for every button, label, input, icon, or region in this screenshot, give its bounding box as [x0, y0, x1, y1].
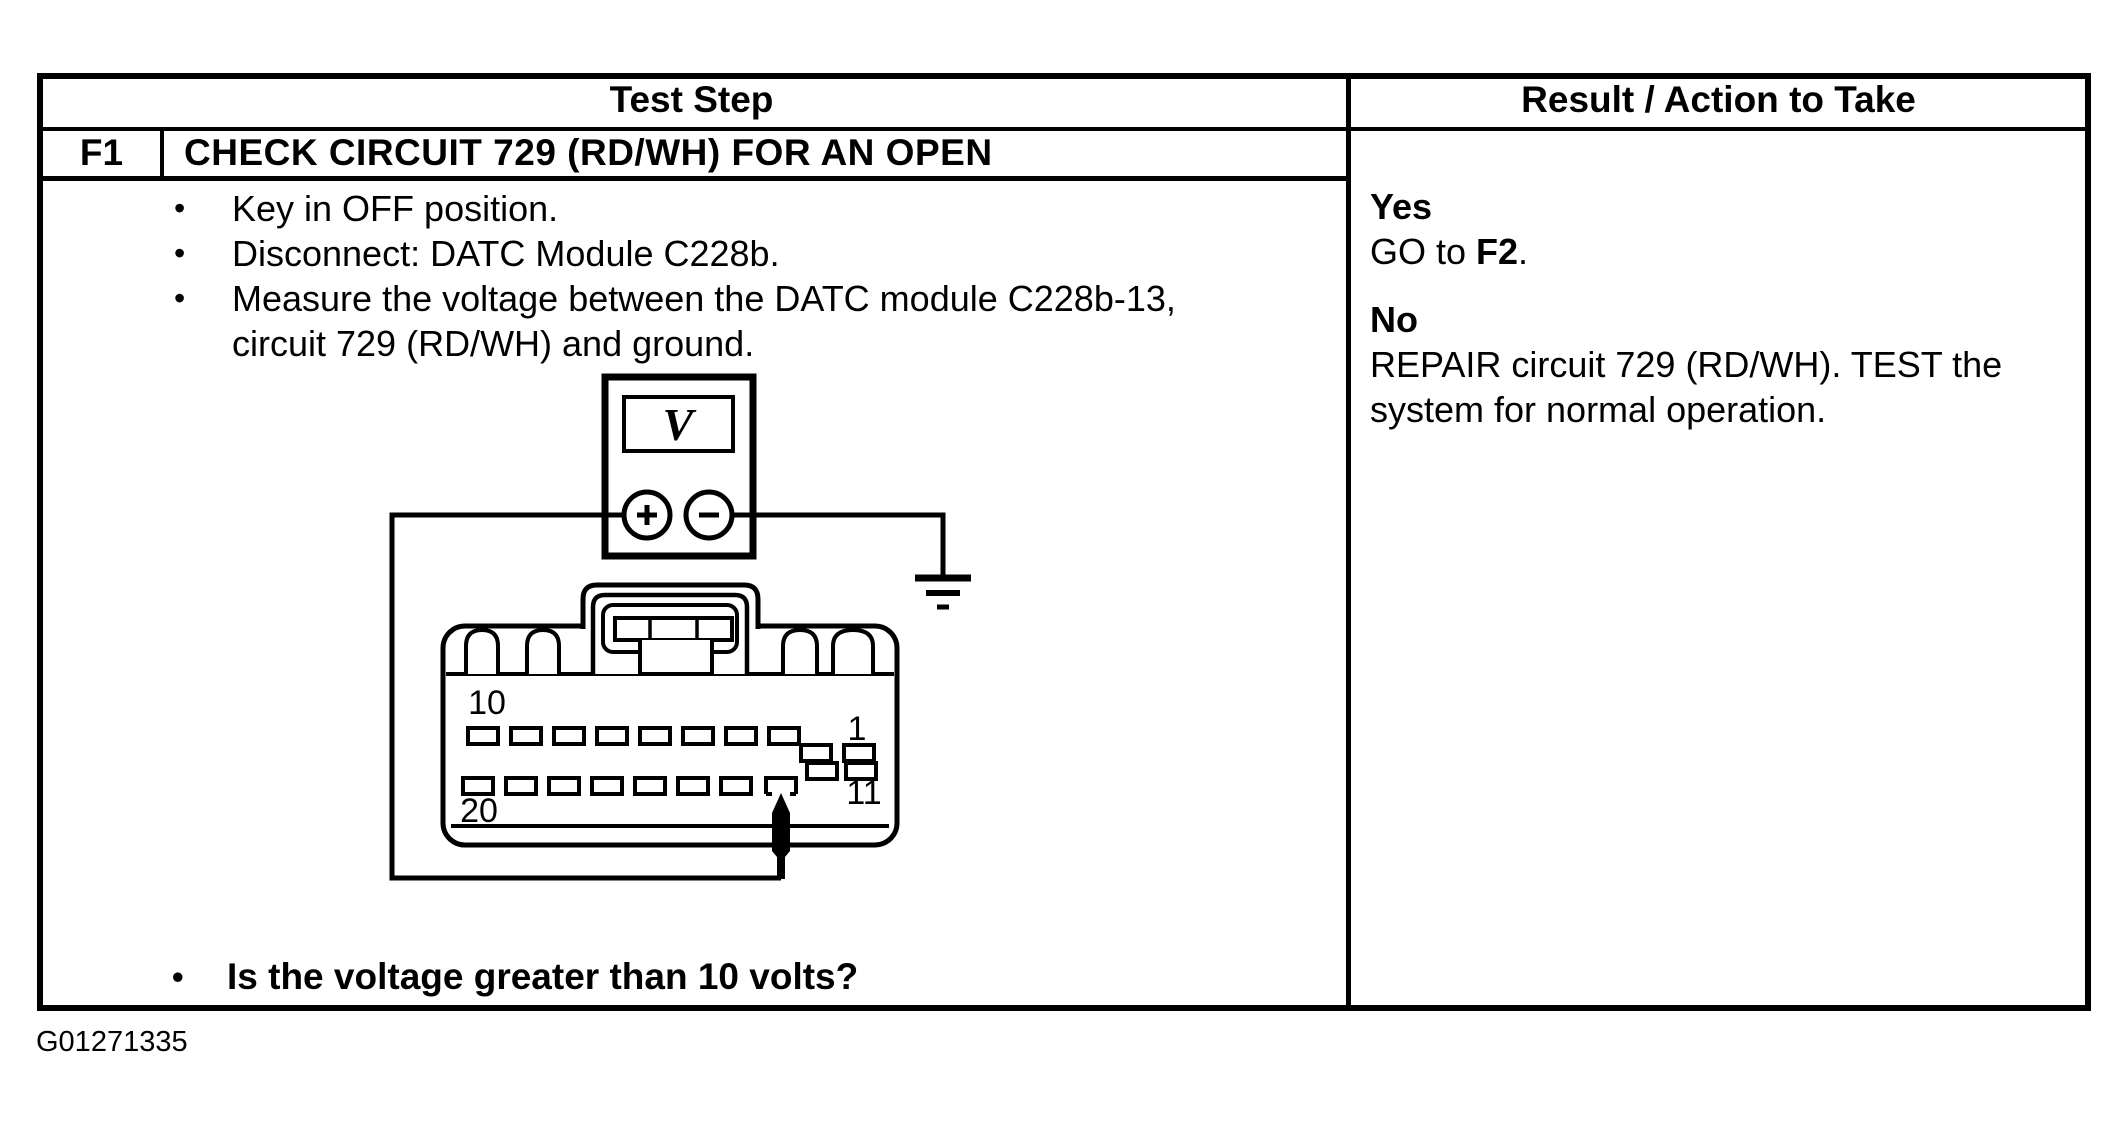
step-id-divider — [160, 127, 164, 180]
bullet-text: Measure the voltage between the DATC mod… — [232, 278, 1176, 364]
result-action-cell: Yes GO to F2. No REPAIR circuit 729 (RD/… — [1370, 184, 2090, 432]
step-id-label: F1 — [79, 131, 124, 173]
yes-action-period: . — [1518, 231, 1529, 272]
step-title-cell: CHECK CIRCUIT 729 (RD/WH) FOR AN OPEN — [184, 129, 1334, 176]
question-row: • Is the voltage greater than 10 volts? — [168, 954, 1298, 999]
column-header-test-step: Test Step — [37, 73, 1346, 127]
bullet-dot-icon: • — [174, 190, 186, 226]
bullet-dot-icon: • — [174, 280, 186, 316]
step-id-cell: F1 — [43, 129, 160, 176]
table-border — [37, 73, 2091, 1011]
yes-action-target: F2 — [1476, 231, 1519, 272]
column-divider — [1346, 73, 1351, 1011]
result-yes-action: GO to F2. — [1370, 229, 2090, 274]
step-title-bottom-rule — [37, 176, 1346, 181]
bullet-text: Key in OFF position. — [232, 188, 559, 229]
column-header-result-action: Result / Action to Take — [1346, 73, 2091, 127]
result-no-label: No — [1370, 299, 1418, 340]
yes-action-text: GO to — [1370, 231, 1477, 272]
result-action-header-label: Result / Action to Take — [1521, 79, 1916, 120]
step-title-label: CHECK CIRCUIT 729 (RD/WH) FOR AN OPEN — [184, 131, 993, 173]
question-text: Is the voltage greater than 10 volts? — [227, 956, 859, 997]
test-step-header-label: Test Step — [609, 79, 774, 120]
result-yes-label: Yes — [1370, 186, 1433, 227]
bullet-dot-icon: • — [172, 958, 184, 995]
bullet-list: • Key in OFF position. • Disconnect: DAT… — [168, 186, 1298, 366]
bullet-item: • Measure the voltage between the DATC m… — [168, 276, 1298, 366]
header-bottom-rule — [37, 127, 2091, 131]
figure-id: G01271335 — [36, 1026, 188, 1058]
bullet-dot-icon: • — [174, 235, 186, 271]
bullet-item: • Key in OFF position. — [168, 186, 1298, 231]
result-no-action: REPAIR circuit 729 (RD/WH). TEST the sys… — [1370, 344, 2003, 430]
bullet-text: Disconnect: DATC Module C228b. — [232, 233, 780, 274]
bullet-item: • Disconnect: DATC Module C228b. — [168, 231, 1298, 276]
